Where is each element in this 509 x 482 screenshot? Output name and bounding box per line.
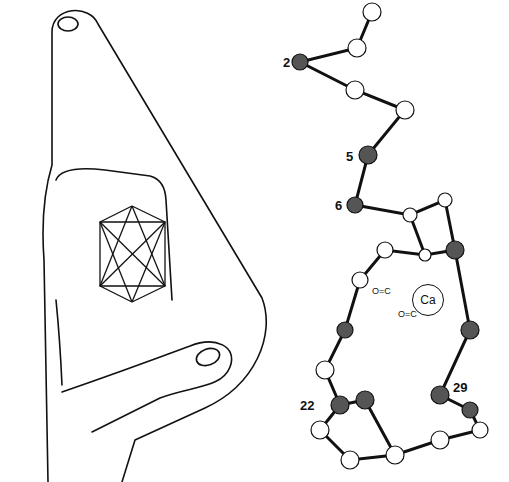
callout-number: 5 — [346, 150, 353, 163]
callout-number: 29 — [453, 381, 467, 394]
ion-label: Ca — [420, 293, 435, 307]
callout-number: 22 — [300, 399, 314, 412]
thumb — [62, 342, 232, 432]
palm-line — [56, 300, 62, 385]
ion-circle: Ca — [412, 284, 444, 316]
hand-outline — [43, 11, 266, 482]
bonds — [300, 12, 480, 460]
carbonyl-label: O=C — [372, 287, 391, 296]
thumbnail — [194, 345, 222, 368]
hand-drawing — [43, 11, 266, 482]
callout-number: 2 — [283, 56, 290, 69]
octahedron — [100, 206, 165, 302]
callout-number: 6 — [335, 199, 342, 212]
atoms — [292, 3, 488, 469]
carbonyl-label: O=C — [398, 310, 417, 319]
curled-fingers — [56, 169, 172, 300]
fingernail — [58, 17, 78, 31]
